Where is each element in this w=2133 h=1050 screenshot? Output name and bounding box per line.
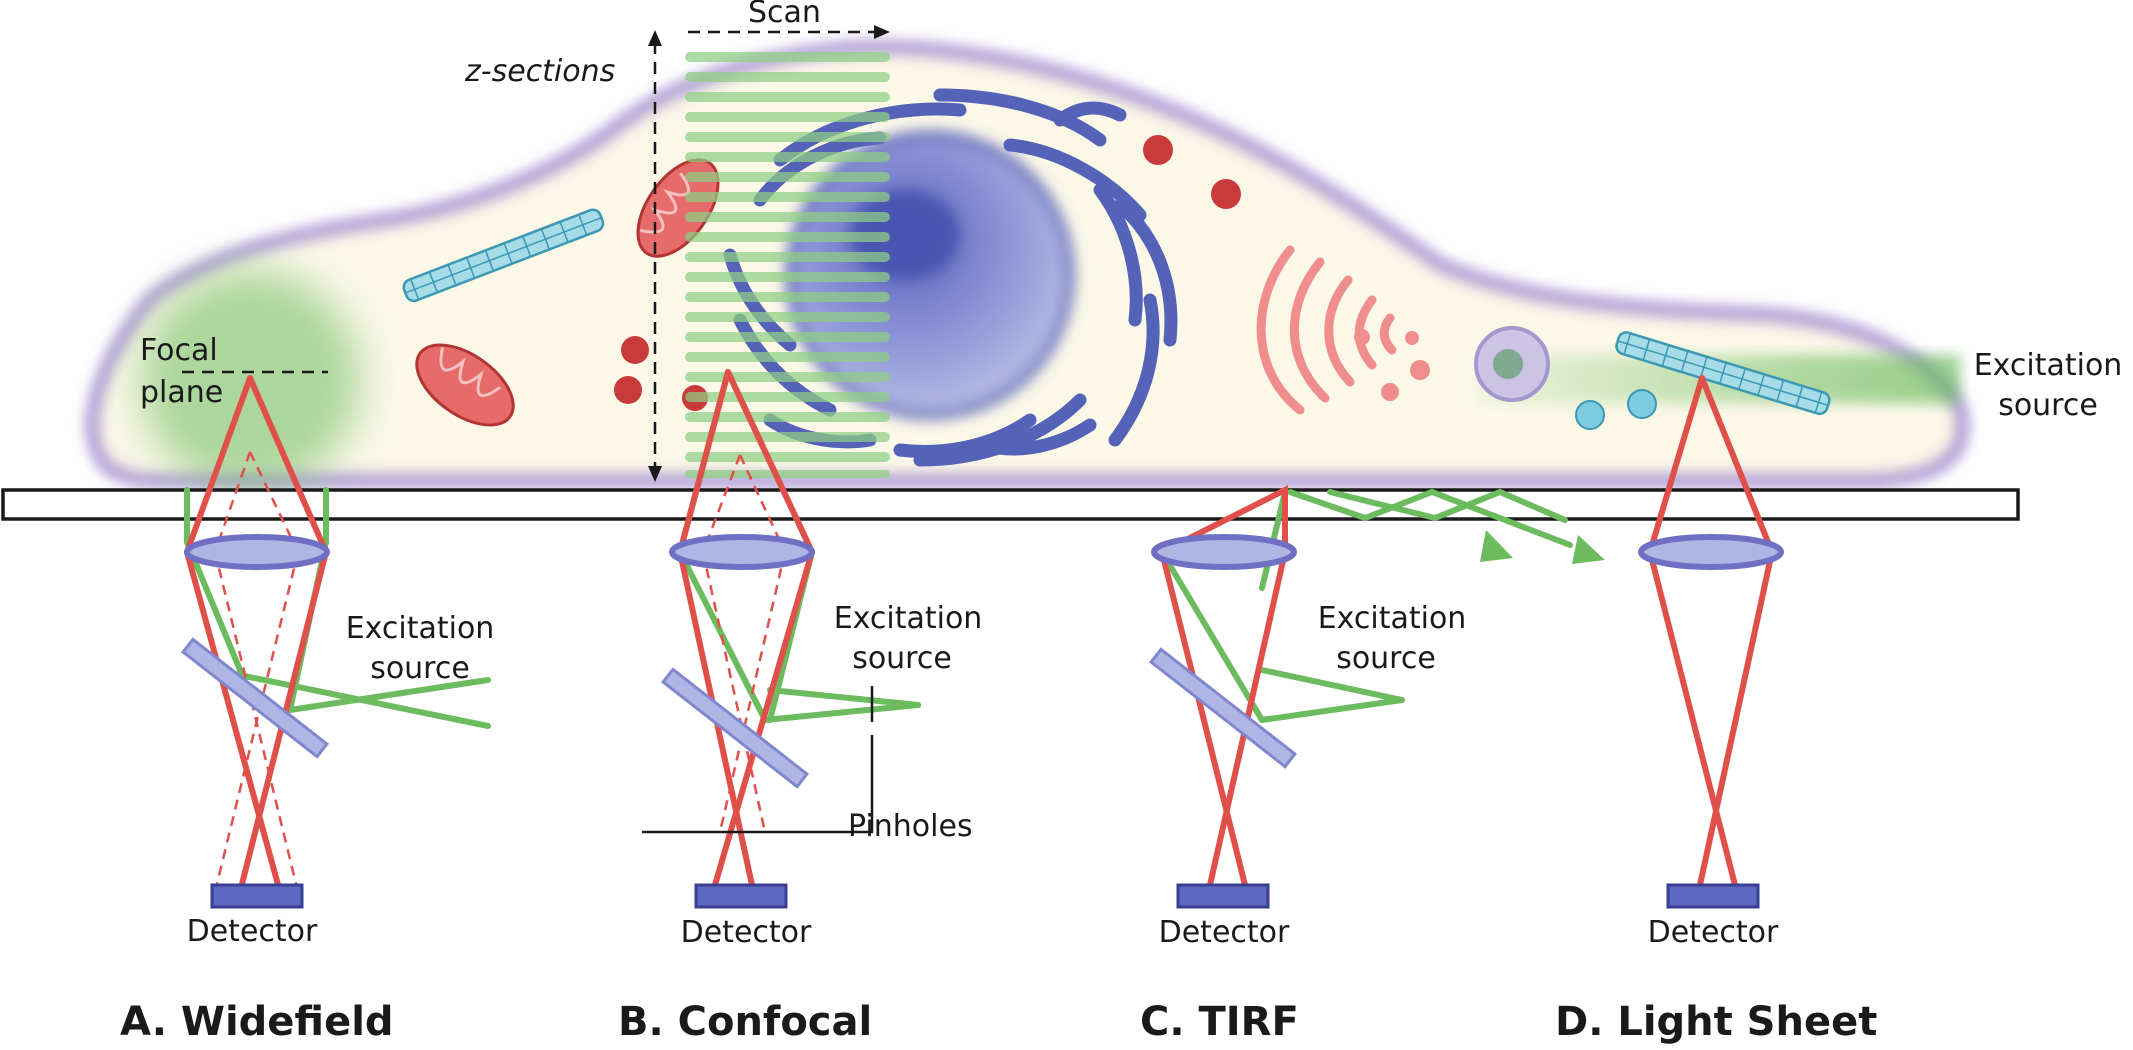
excitation-source-label: source: [1998, 388, 2098, 423]
golgi-apparatus: [1256, 245, 1397, 415]
excitation-source-label: Excitation: [834, 601, 983, 636]
dichroic-mirror: [1148, 647, 1298, 769]
panel-title: D. Light Sheet: [1555, 999, 1877, 1045]
focal-plane-label: plane: [140, 375, 223, 410]
mitochondrion: [415, 343, 515, 427]
scan-indicator: [688, 25, 890, 39]
objective-lens: [1151, 534, 1297, 570]
pinholes-label: Pinholes: [848, 809, 973, 844]
excitation-source-label: Excitation: [346, 611, 495, 646]
excitation-source-label: Excitation: [1318, 601, 1467, 636]
objective-lens: [669, 534, 815, 570]
panel-title: C. TIRF: [1140, 999, 1299, 1045]
objective-lens: [184, 534, 330, 570]
excitation-source-label: Excitation: [1974, 348, 2123, 383]
excitation-source-label: source: [852, 641, 952, 676]
panel-tirf: Detector Excitation source C. TIRF: [1140, 485, 1605, 1045]
mitochondrion: [636, 158, 720, 258]
dichroic-mirror: [660, 667, 810, 789]
objective-lens: [1638, 534, 1784, 570]
cell: [86, 40, 1969, 490]
pinholes-leader: [842, 735, 874, 834]
detector: [1666, 883, 1760, 909]
panel-confocal: Pinholes Detector Excitation source B. C…: [618, 369, 983, 1045]
excitation-source-label: source: [1336, 641, 1436, 676]
z-section-stripes: [685, 52, 890, 478]
vacuole: [1474, 326, 1550, 402]
detector-label: Detector: [1648, 915, 1779, 950]
excitation-source-label: source: [370, 651, 470, 686]
detector-label: Detector: [681, 915, 812, 950]
panel-title: B. Confocal: [618, 999, 872, 1045]
vesicles: [614, 135, 1657, 430]
coverslip: [1, 488, 2020, 521]
detector-label: Detector: [1159, 915, 1290, 950]
panel-light-sheet: Detector Excitation source D. Light Shee…: [1555, 348, 2122, 1045]
detector: [694, 883, 788, 909]
panel-widefield: Focal plane Detector Excitation source A…: [120, 333, 494, 1045]
dichroic-mirror: [180, 637, 330, 759]
z-sections-label: z-sections: [464, 54, 615, 89]
detector: [1176, 883, 1270, 909]
z-sections-indicator: [648, 30, 662, 482]
endoplasmic-reticulum: [723, 88, 1178, 467]
detector-label: Detector: [187, 914, 318, 949]
scan-label: Scan: [748, 0, 821, 30]
focal-plane-label: Focal: [140, 333, 218, 368]
panel-title: A. Widefield: [120, 999, 394, 1045]
detector: [210, 883, 304, 909]
microtubule: [402, 208, 605, 303]
microtubule: [1615, 331, 1831, 416]
